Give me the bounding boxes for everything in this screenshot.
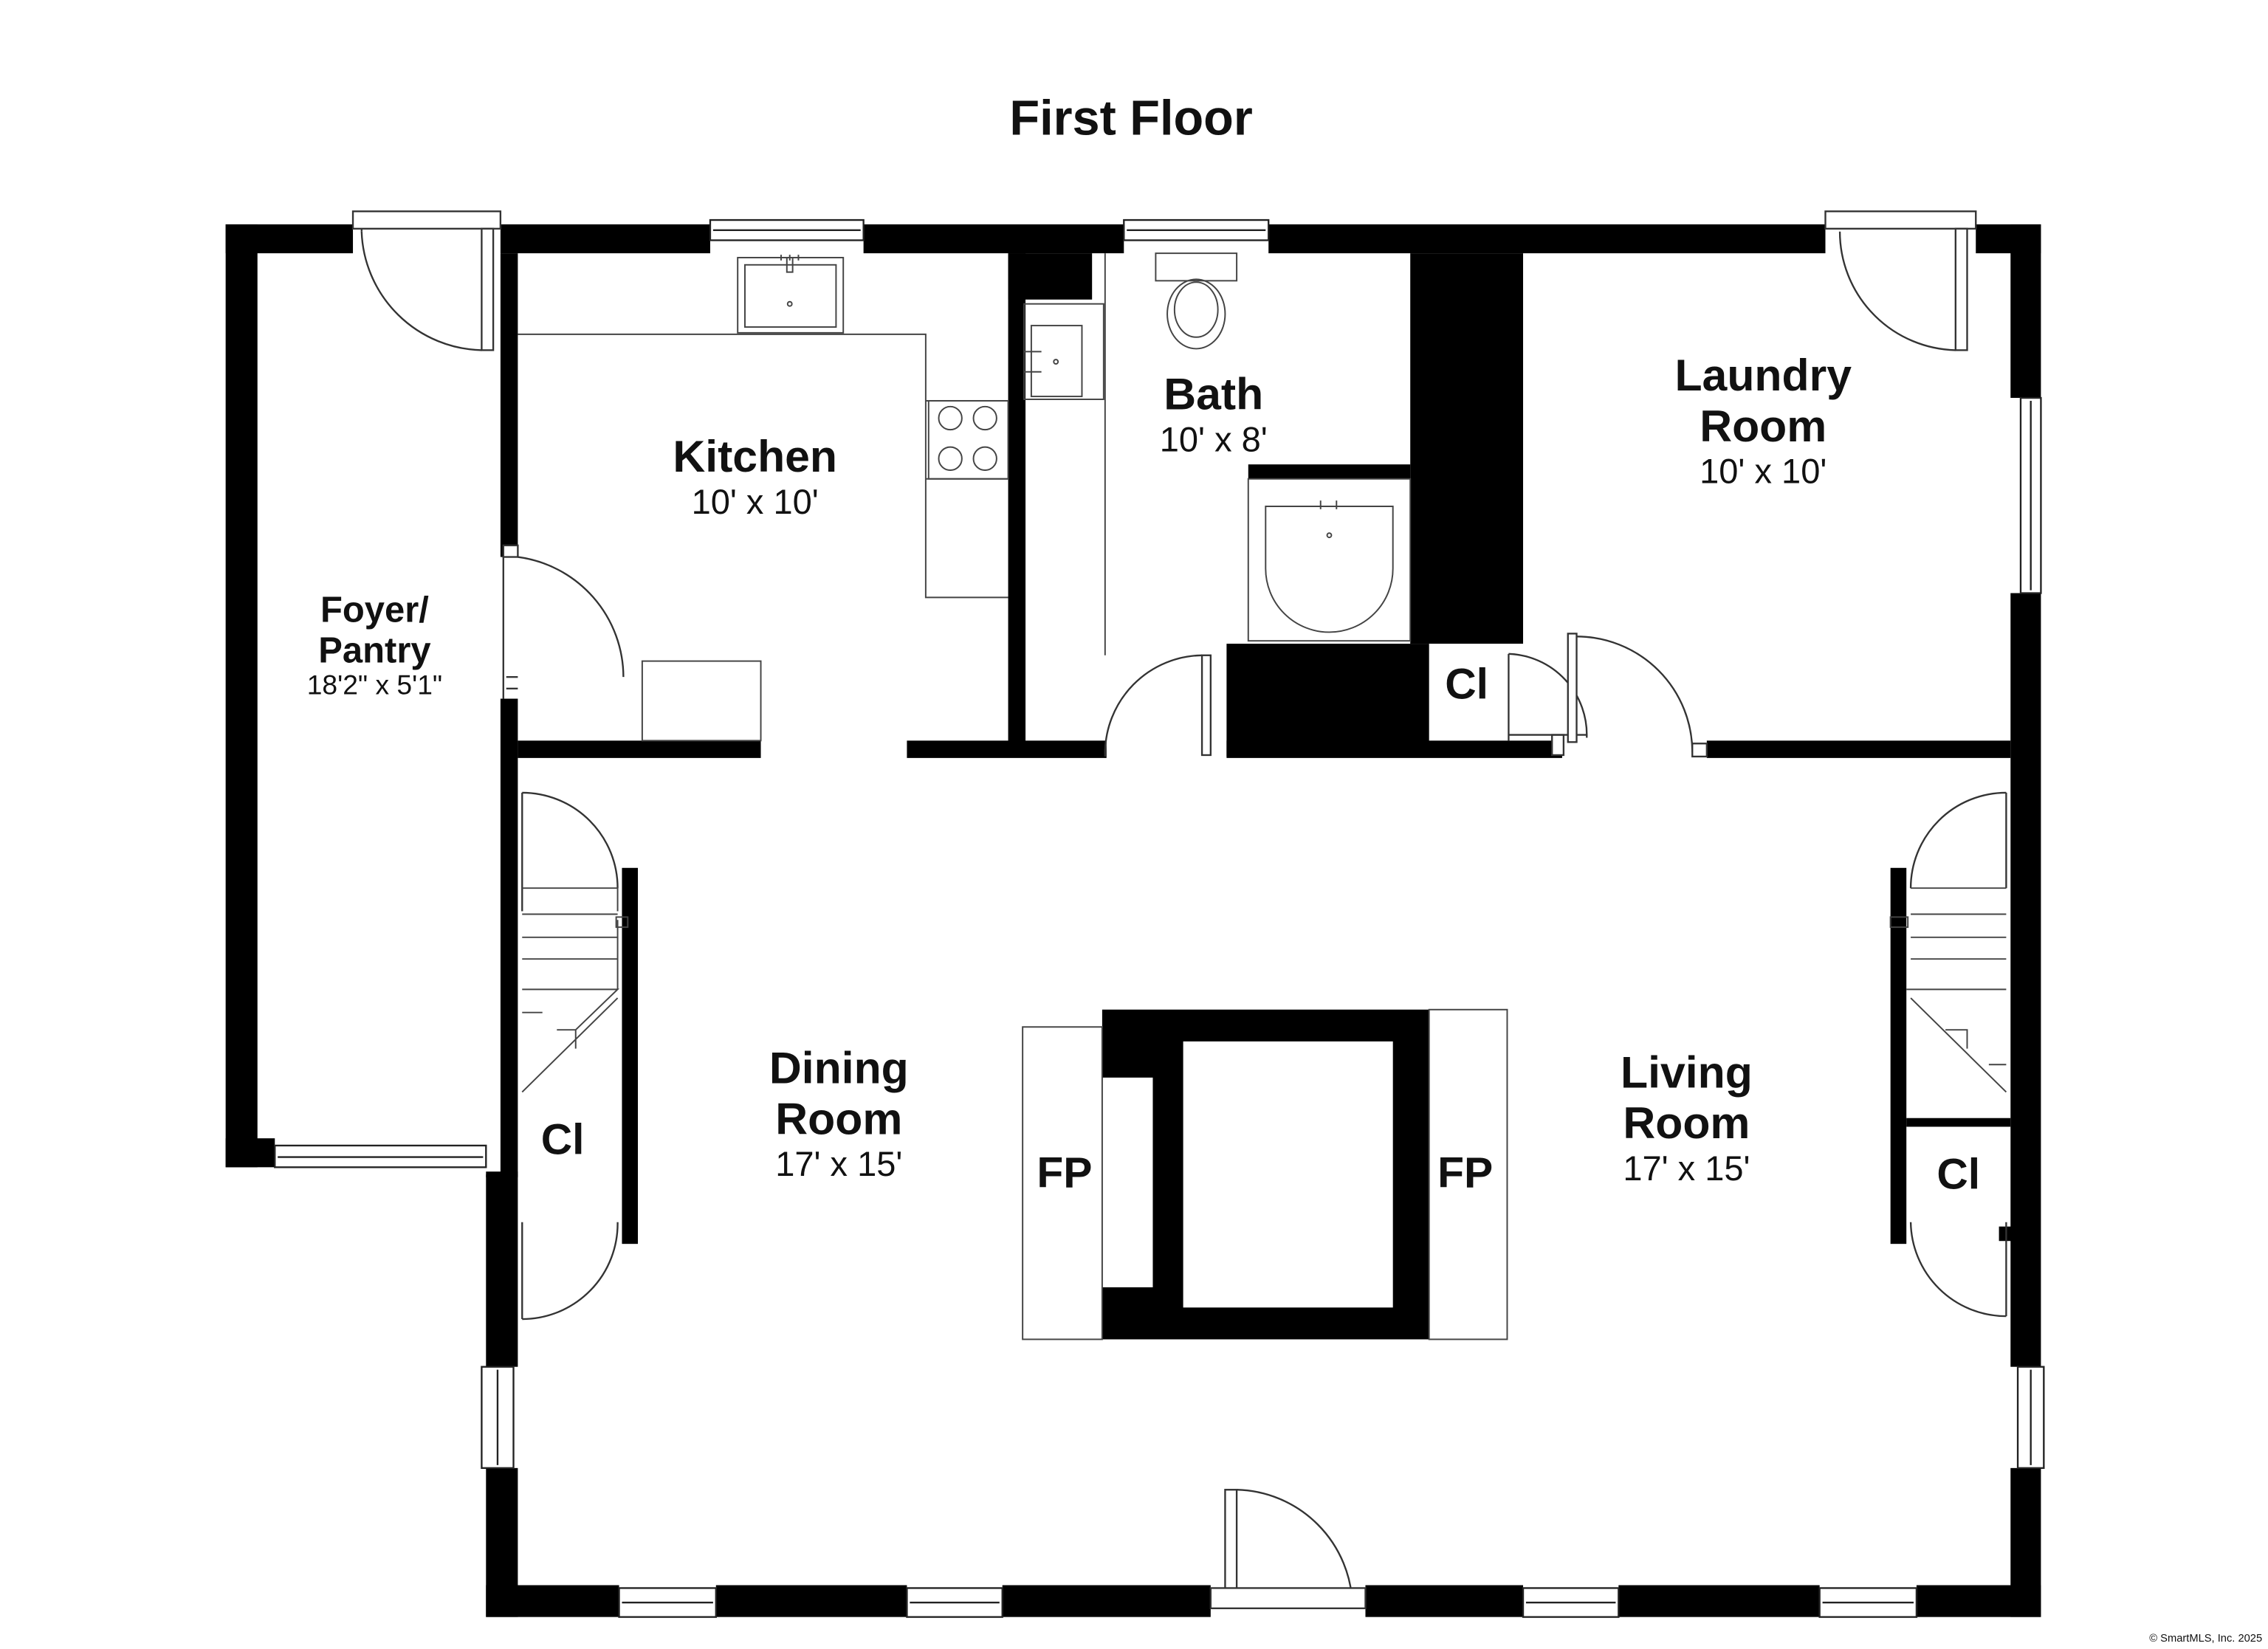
stairs-west xyxy=(521,887,629,1093)
window-dining-west xyxy=(481,1366,515,1470)
door-foyer-kitchen xyxy=(502,544,625,699)
room-size-foyer: 18'2" x 5'1" xyxy=(307,669,442,700)
door-dining-closet-lower xyxy=(521,1222,619,1321)
room-size-kitchen: 10' x 10' xyxy=(692,482,819,521)
window-foyer-south xyxy=(274,1144,487,1168)
door-front-entry xyxy=(1209,1489,1367,1610)
room-name-foyer-line2: Pantry xyxy=(318,631,430,671)
door-laundry-exterior xyxy=(1824,210,1977,351)
room-name-living-line2: Room xyxy=(1623,1098,1750,1148)
room-name-kitchen: Kitchen xyxy=(673,431,837,481)
toilet-icon xyxy=(1155,252,1238,350)
room-name-dining-line1: Dining xyxy=(769,1043,909,1093)
room-size-laundry: 10' x 10' xyxy=(1700,452,1827,491)
door-bath xyxy=(1104,654,1212,757)
window-kitchen-north xyxy=(709,218,865,241)
window-laundry-east xyxy=(2019,396,2042,594)
room-name-foyer-line1: Foyer/ xyxy=(320,591,429,630)
door-laundry-interior xyxy=(1567,633,1708,758)
room-size-bath: 10' x 8' xyxy=(1160,420,1268,459)
room-name-laundry-line1: Laundry xyxy=(1674,350,1852,400)
fireplace-label-living: FP xyxy=(1437,1149,1493,1197)
fireplace-interior xyxy=(1183,1041,1393,1308)
page-title: First Floor xyxy=(1009,91,1252,145)
room-name-bath: Bath xyxy=(1164,369,1263,419)
bathtub-icon xyxy=(1247,478,1412,642)
fireplace-hearths xyxy=(1022,1008,1508,1340)
kitchen-fixtures xyxy=(518,255,1009,742)
room-size-living: 17' x 15' xyxy=(1623,1149,1750,1188)
window-south-3 xyxy=(1522,1587,1620,1618)
windows xyxy=(274,218,2045,1618)
closet-label-living: Cl xyxy=(1937,1151,1980,1199)
room-name-laundry-line2: Room xyxy=(1700,401,1827,451)
room-name-dining-line2: Room xyxy=(775,1093,902,1143)
exterior-walls xyxy=(225,224,2041,1617)
bath-fixtures xyxy=(1023,252,1412,655)
window-south-4 xyxy=(1818,1587,1918,1618)
stairs-east xyxy=(1889,887,2007,1093)
door-dining-closet-upper xyxy=(521,791,619,912)
hearth-dining xyxy=(1022,1026,1103,1340)
closet-label-dining: Cl xyxy=(541,1116,585,1164)
door-foyer-exterior xyxy=(351,210,502,351)
window-bath-north xyxy=(1123,218,1270,241)
kitchen-counter xyxy=(518,333,1008,599)
kitchen-cabinet xyxy=(641,660,762,742)
room-name-living-line1: Living xyxy=(1621,1047,1753,1098)
door-living-closet-upper xyxy=(1909,791,2007,889)
hearth-living xyxy=(1428,1008,1508,1340)
copyright-notice: © SmartMLS, Inc. 2025 xyxy=(2149,1633,2262,1645)
door-living-closet-lower xyxy=(1909,1222,2007,1318)
sink-icon xyxy=(737,255,845,334)
fireplace-label-dining: FP xyxy=(1037,1149,1092,1197)
window-living-east xyxy=(2016,1366,2045,1470)
window-south-1 xyxy=(618,1587,717,1618)
vanity-sink-icon xyxy=(1023,303,1104,400)
closet-label-bath: Cl xyxy=(1445,661,1488,709)
stove-icon xyxy=(927,399,1009,480)
labels: First Floor Kitchen 10' x 10' Bath 10' x… xyxy=(307,91,2262,1644)
window-south-2 xyxy=(906,1587,1003,1618)
doors xyxy=(351,210,2007,1610)
room-size-dining: 17' x 15' xyxy=(775,1144,902,1183)
